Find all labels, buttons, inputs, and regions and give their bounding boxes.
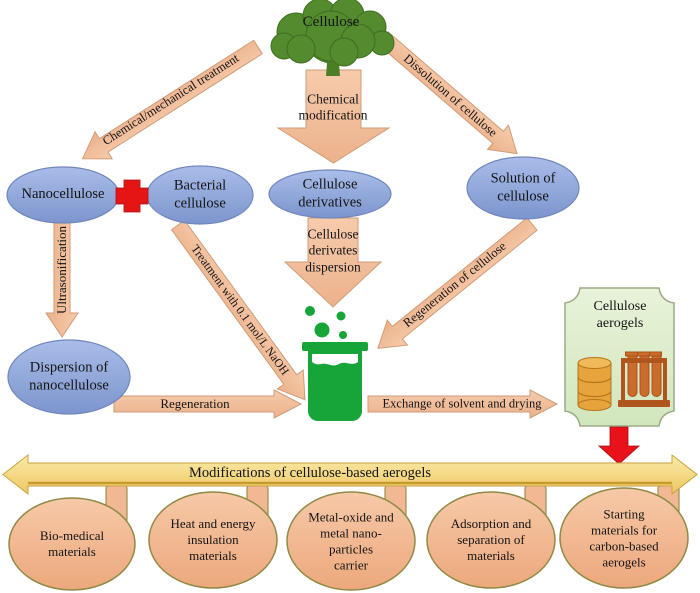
dissolution-of-cellulose-arrow: [377, 31, 518, 155]
application-circle: [426, 491, 556, 589]
nanocellulose-node: [6, 166, 120, 224]
cellulose-derivates-dispersion-arrow: [283, 217, 383, 308]
chemical-modification-arrow: [276, 69, 391, 164]
chemical-mechanical-treatment-arrow: [81, 39, 263, 160]
solution-of-cellulose-node: [466, 156, 580, 220]
cellulose-aerogels-box: [564, 287, 675, 427]
treatment-naoh-arrow: [170, 219, 306, 401]
test-tube-rack-icon: [618, 351, 670, 407]
application-circle: [148, 491, 278, 589]
regeneration-arrow: [113, 389, 303, 419]
cellulose-derivatives-node: [268, 169, 392, 219]
exchange-of-solvent-arrow: [367, 389, 559, 419]
plus-icon: [115, 179, 149, 213]
beaker-icon: [302, 306, 368, 421]
bacterial-cellulose-node: [146, 165, 254, 225]
dispersion-of-nanocellulose-node: [7, 339, 131, 415]
red-down-arrow: [597, 426, 641, 465]
ultrasonification-arrow: [45, 222, 79, 338]
application-circle: [8, 497, 136, 591]
application-circle: [559, 487, 689, 589]
cellulose-tree-icon: [270, 0, 395, 76]
application-circle: [286, 491, 416, 591]
aerogel-cylinder-icon: [577, 357, 612, 411]
modifications-banner: [2, 453, 698, 496]
regeneration-of-cellulose-arrow: [377, 217, 538, 349]
application-circles: [8, 487, 689, 591]
node-ovals: [6, 156, 580, 415]
